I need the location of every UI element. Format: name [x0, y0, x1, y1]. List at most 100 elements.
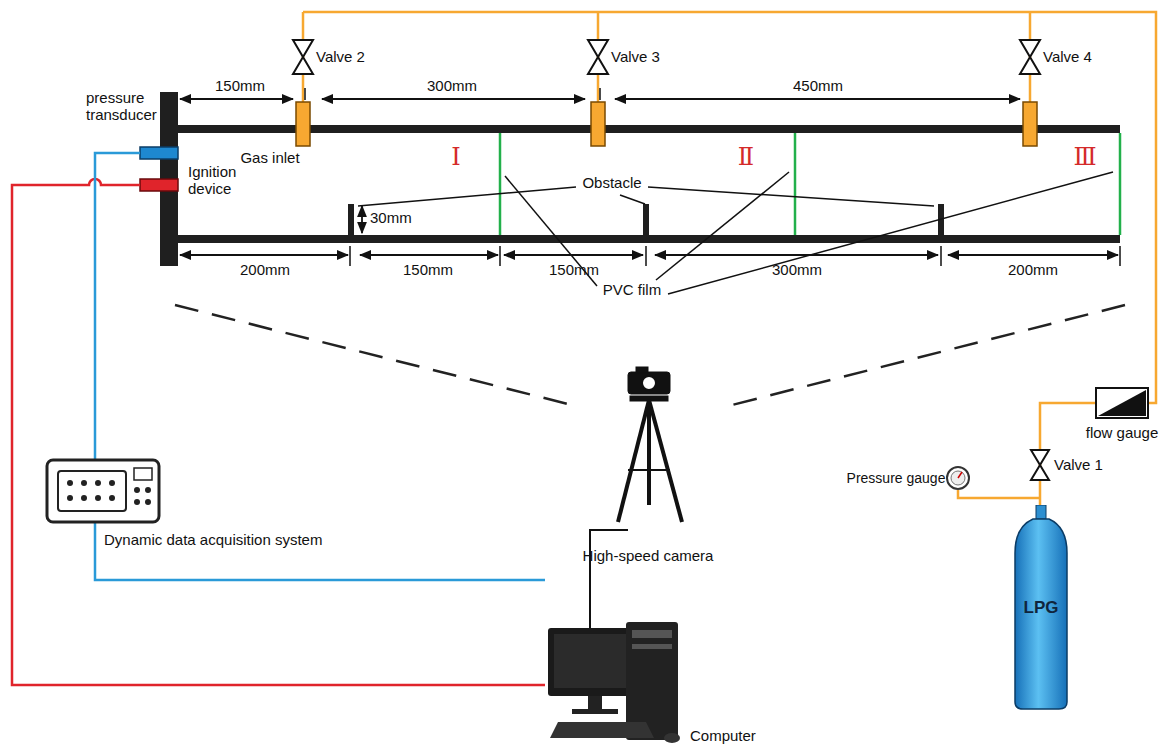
drawing-polyline	[958, 490, 1040, 498]
dimension: 300mm	[427, 77, 477, 94]
drawing-polyline	[95, 153, 545, 580]
drawing-polyline	[303, 12, 1156, 403]
section-number: Ⅱ	[738, 144, 754, 172]
drawing-circle	[642, 376, 656, 390]
valve-label: Valve 2	[316, 48, 365, 65]
section-number: Ⅲ	[1073, 144, 1096, 172]
drawing-line	[656, 172, 789, 280]
dimension: 450mm	[793, 77, 843, 94]
drawing-line	[794, 133, 797, 235]
drawing-rect	[134, 468, 152, 480]
drawing-line	[628, 469, 670, 471]
drawing-rect	[178, 235, 1120, 243]
drawing-line	[668, 172, 1113, 294]
drawing-circle	[134, 499, 140, 505]
drawing-line	[649, 400, 682, 522]
drawing-rect	[140, 179, 178, 191]
drawing-rect	[632, 630, 672, 638]
drawing-g	[175, 305, 1125, 405]
section-number: Ⅰ	[451, 144, 460, 172]
drawing-line	[361, 206, 363, 233]
drawing-path	[1020, 40, 1040, 74]
drawing-circle	[95, 495, 101, 501]
drawing-polyline	[590, 530, 628, 628]
drawing-line	[645, 246, 647, 266]
drawing-rect	[348, 204, 354, 235]
drawing-circle	[145, 499, 151, 505]
drawing-rect	[140, 147, 178, 159]
dimension: 150mm	[403, 261, 453, 278]
drawing-g	[67, 480, 115, 501]
drawing-circle	[95, 480, 101, 486]
daq-label: Dynamic data acquisition system	[104, 531, 322, 548]
drawing-g	[160, 92, 1120, 266]
drawing-rect	[1096, 388, 1148, 418]
camera-label: High-speed camera	[583, 547, 714, 564]
drawing-line	[499, 133, 502, 235]
inlet-label: Gas inlet	[240, 149, 299, 166]
drawing-line	[360, 254, 498, 256]
drawing-g	[500, 133, 1120, 235]
cylinder-text-area: LPG	[1013, 505, 1069, 710]
drawing-g	[47, 460, 159, 522]
drawing-circle	[947, 467, 969, 489]
drawing-line	[1119, 246, 1121, 266]
drawing-line	[615, 98, 1020, 100]
drawing-circle	[134, 487, 140, 493]
drawing-line	[958, 472, 962, 478]
dimension: 200mm	[1008, 261, 1058, 278]
film-label: PVC film	[603, 281, 661, 298]
drawing-rect	[58, 471, 126, 511]
drawing-rect	[572, 709, 618, 714]
drawing-g	[296, 102, 1037, 146]
drawing-line	[948, 254, 1118, 256]
drawing-line	[180, 98, 293, 100]
drawing-line	[304, 88, 306, 100]
sensor-label: pressure transducer	[86, 89, 160, 124]
drawing-ellipse	[664, 733, 680, 743]
drawing-circle	[67, 495, 73, 501]
drawing-line	[175, 305, 572, 405]
gauge-label: flow gauge	[1086, 424, 1159, 441]
drawing-rect	[643, 204, 649, 235]
drawing-line	[499, 246, 501, 266]
drawing-g	[303, 12, 1156, 512]
drawing-line	[648, 187, 934, 206]
obstacle-label: Obstacle	[582, 174, 641, 191]
drawing-circle	[81, 480, 87, 486]
drawing-g	[305, 88, 1120, 294]
drawing-rect	[636, 367, 648, 373]
drawing-line	[620, 195, 645, 204]
drawing-path	[588, 40, 608, 74]
drawing-line	[618, 400, 649, 522]
drawing-line	[732, 305, 1125, 405]
computer-label: Computer	[690, 727, 756, 744]
drawing-circle	[109, 495, 115, 501]
igniter-label: Ignition device	[188, 163, 258, 198]
drawing-line	[599, 88, 601, 100]
dimension: 300mm	[772, 261, 822, 278]
dimension: 200mm	[240, 261, 290, 278]
cylinder-body	[1015, 519, 1067, 709]
drawing-rect	[588, 696, 602, 710]
drawing-path	[12, 179, 545, 685]
drawing-rect	[296, 102, 310, 146]
drawing-line	[322, 98, 585, 100]
drawing-line	[655, 254, 938, 256]
drawing-path	[1031, 450, 1049, 480]
drawing-path	[1098, 390, 1146, 416]
cylinder-valve	[1036, 505, 1046, 519]
valve-label: Valve 4	[1043, 48, 1092, 65]
drawing-circle	[109, 480, 115, 486]
valve-label: Valve 1	[1054, 456, 1103, 473]
drawing-path	[293, 40, 313, 74]
drawing-line	[358, 187, 576, 206]
drawing-circle	[67, 480, 73, 486]
drawing-line	[647, 400, 651, 505]
drawing-circle	[81, 495, 87, 501]
valve-label: Valve 3	[611, 48, 660, 65]
drawing-g	[180, 99, 1118, 255]
